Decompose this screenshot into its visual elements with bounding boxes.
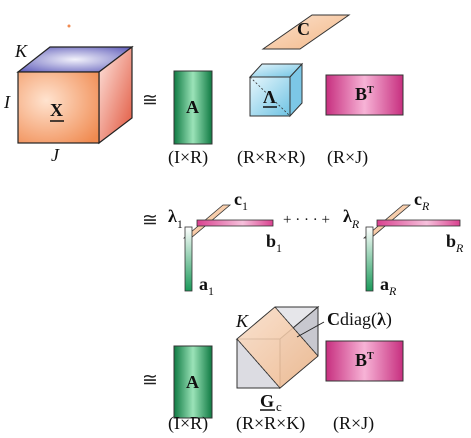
vector-b-1-sub: 1 <box>276 241 282 255</box>
matrix-a-1 <box>173 70 213 145</box>
matrix-bt-1-sup: T <box>367 85 374 96</box>
vector-c-1-label: c1 <box>234 189 248 213</box>
core-gc-sub: c <box>276 399 282 414</box>
vector-b-1 <box>196 219 274 227</box>
vector-b-r-sub: R <box>455 241 464 255</box>
cdiag-label: Cdiag(λ) <box>327 309 392 330</box>
approx-symbol-2: ≅ <box>142 210 158 231</box>
dim-k-label: K <box>14 41 28 61</box>
matrix-bt-1-dims: (R×J) <box>327 147 368 168</box>
vector-a-r <box>365 226 374 292</box>
vector-a-1-sub: 1 <box>208 284 214 298</box>
lambda-r-sub: R <box>351 217 360 231</box>
matrix-bt-1-label: BT <box>355 84 374 104</box>
approx-symbol-3: ≅ <box>142 370 158 391</box>
tensor-x-label: X <box>50 100 63 120</box>
dim-j-label: J <box>51 145 60 165</box>
matrix-c-1-label: C <box>297 19 310 39</box>
vector-a-r-label: aR <box>380 274 397 298</box>
vector-c-r-sub: R <box>421 199 430 213</box>
core-lambda-cube <box>248 62 304 118</box>
core-lambda-dims: (R×R×R) <box>237 147 305 168</box>
matrix-a-3-label: A <box>186 372 199 392</box>
vector-b-r <box>376 219 461 227</box>
vector-b-1-label: b1 <box>266 231 282 255</box>
matrix-a-1-dims: (I×R) <box>168 147 208 168</box>
approx-symbol-1: ≅ <box>142 90 158 111</box>
matrix-a-3-dims: (I×R) <box>168 413 208 434</box>
matrix-a-3 <box>173 345 213 419</box>
matrix-bt-3 <box>325 340 404 382</box>
vector-a-r-sub: R <box>388 284 397 298</box>
vector-c-r-label: cR <box>414 189 430 213</box>
core-lambda-label: Λ <box>263 87 276 107</box>
orange-dot <box>67 24 71 28</box>
lambda-r-label: λR <box>343 206 360 231</box>
matrix-bt-3-label: BT <box>355 350 374 370</box>
matrix-bt-3-dims: (R×J) <box>333 413 374 434</box>
lambda-1-sub: 1 <box>177 217 183 231</box>
core-gc-dims: (R×R×K) <box>236 413 305 434</box>
matrix-a-1-label: A <box>186 97 199 117</box>
vector-b-r-label: bR <box>446 231 464 255</box>
vector-a-1 <box>184 226 193 292</box>
lambda-1-label: λ1 <box>168 206 183 231</box>
dim-i-label: I <box>3 92 11 112</box>
matrix-c-1 <box>261 14 351 50</box>
matrix-bt-3-sup: T <box>367 351 374 362</box>
core-gc-k-label: K <box>235 311 249 331</box>
cdiag-pointer <box>296 321 325 338</box>
core-gc-cube <box>235 305 320 390</box>
matrix-bt-1 <box>325 74 404 116</box>
vector-a-1-label: a1 <box>199 274 214 298</box>
cube-front-face <box>17 71 100 144</box>
vector-c-1-sub: 1 <box>242 199 248 213</box>
sum-dots: + · · · + <box>283 212 330 228</box>
tensor-x-cube <box>16 45 134 145</box>
